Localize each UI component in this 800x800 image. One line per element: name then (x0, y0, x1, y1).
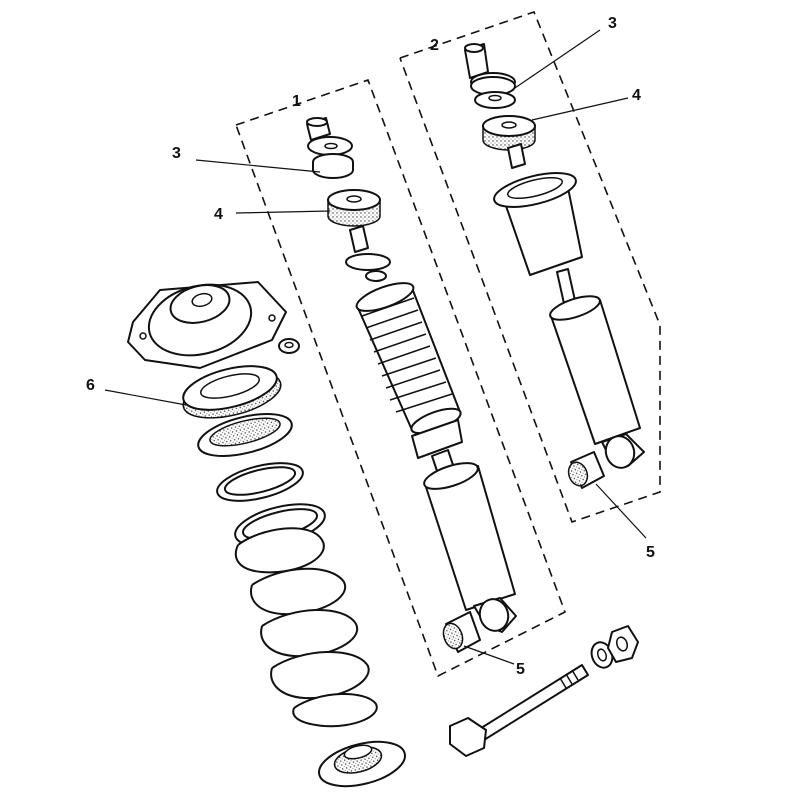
leader-3-front (195, 159, 321, 173)
leader-4-rear (531, 97, 629, 121)
rear-washer (470, 72, 516, 109)
front-shock-body (423, 462, 517, 633)
spring-packer-ring (216, 462, 304, 502)
rear-dust-cover (493, 172, 583, 276)
callout-washer-front: 3 (172, 145, 181, 162)
rear-shock-assembly (464, 43, 645, 489)
leader-5-front (463, 645, 515, 665)
rear-eye-bush (567, 451, 605, 489)
callout-bush-rear: 4 (632, 87, 641, 104)
callout-assembly-2: 2 (430, 37, 439, 54)
callout-spring-seat: 6 (86, 377, 95, 394)
leader-4-front (235, 210, 331, 214)
callout-eye-bush-front: 5 (516, 661, 525, 678)
spring-seat (182, 365, 282, 419)
front-eye-bush (442, 611, 481, 653)
callout-washer-rear: 3 (608, 15, 617, 32)
front-bush (327, 189, 381, 253)
rear-top-nut (464, 43, 489, 79)
front-shock-assembly (306, 117, 517, 653)
rear-bush (482, 115, 536, 169)
front-bellows-gaiter (355, 282, 462, 435)
top-mount-nut (278, 338, 300, 354)
mounting-bolt (449, 664, 589, 757)
callout-eye-bush-rear: 5 (646, 544, 655, 561)
leader-5-rear (595, 483, 647, 539)
rear-shock-body (549, 295, 645, 469)
front-washer (307, 136, 354, 179)
callout-assembly-1: 1 (292, 93, 301, 110)
leader-6 (104, 389, 187, 406)
front-top-nut (306, 117, 331, 141)
top-mount-plate (127, 281, 287, 369)
coil-spring (234, 503, 378, 728)
spring-insulator-ring (197, 413, 293, 457)
front-plain-washer (345, 253, 391, 282)
lower-spring-seat (318, 740, 406, 788)
assembly-2-boundary (399, 10, 661, 524)
callout-bush-front: 4 (214, 206, 223, 223)
assembly-1-boundary (235, 78, 566, 678)
bolt-nut (607, 625, 639, 663)
leader-3-rear (511, 29, 601, 91)
